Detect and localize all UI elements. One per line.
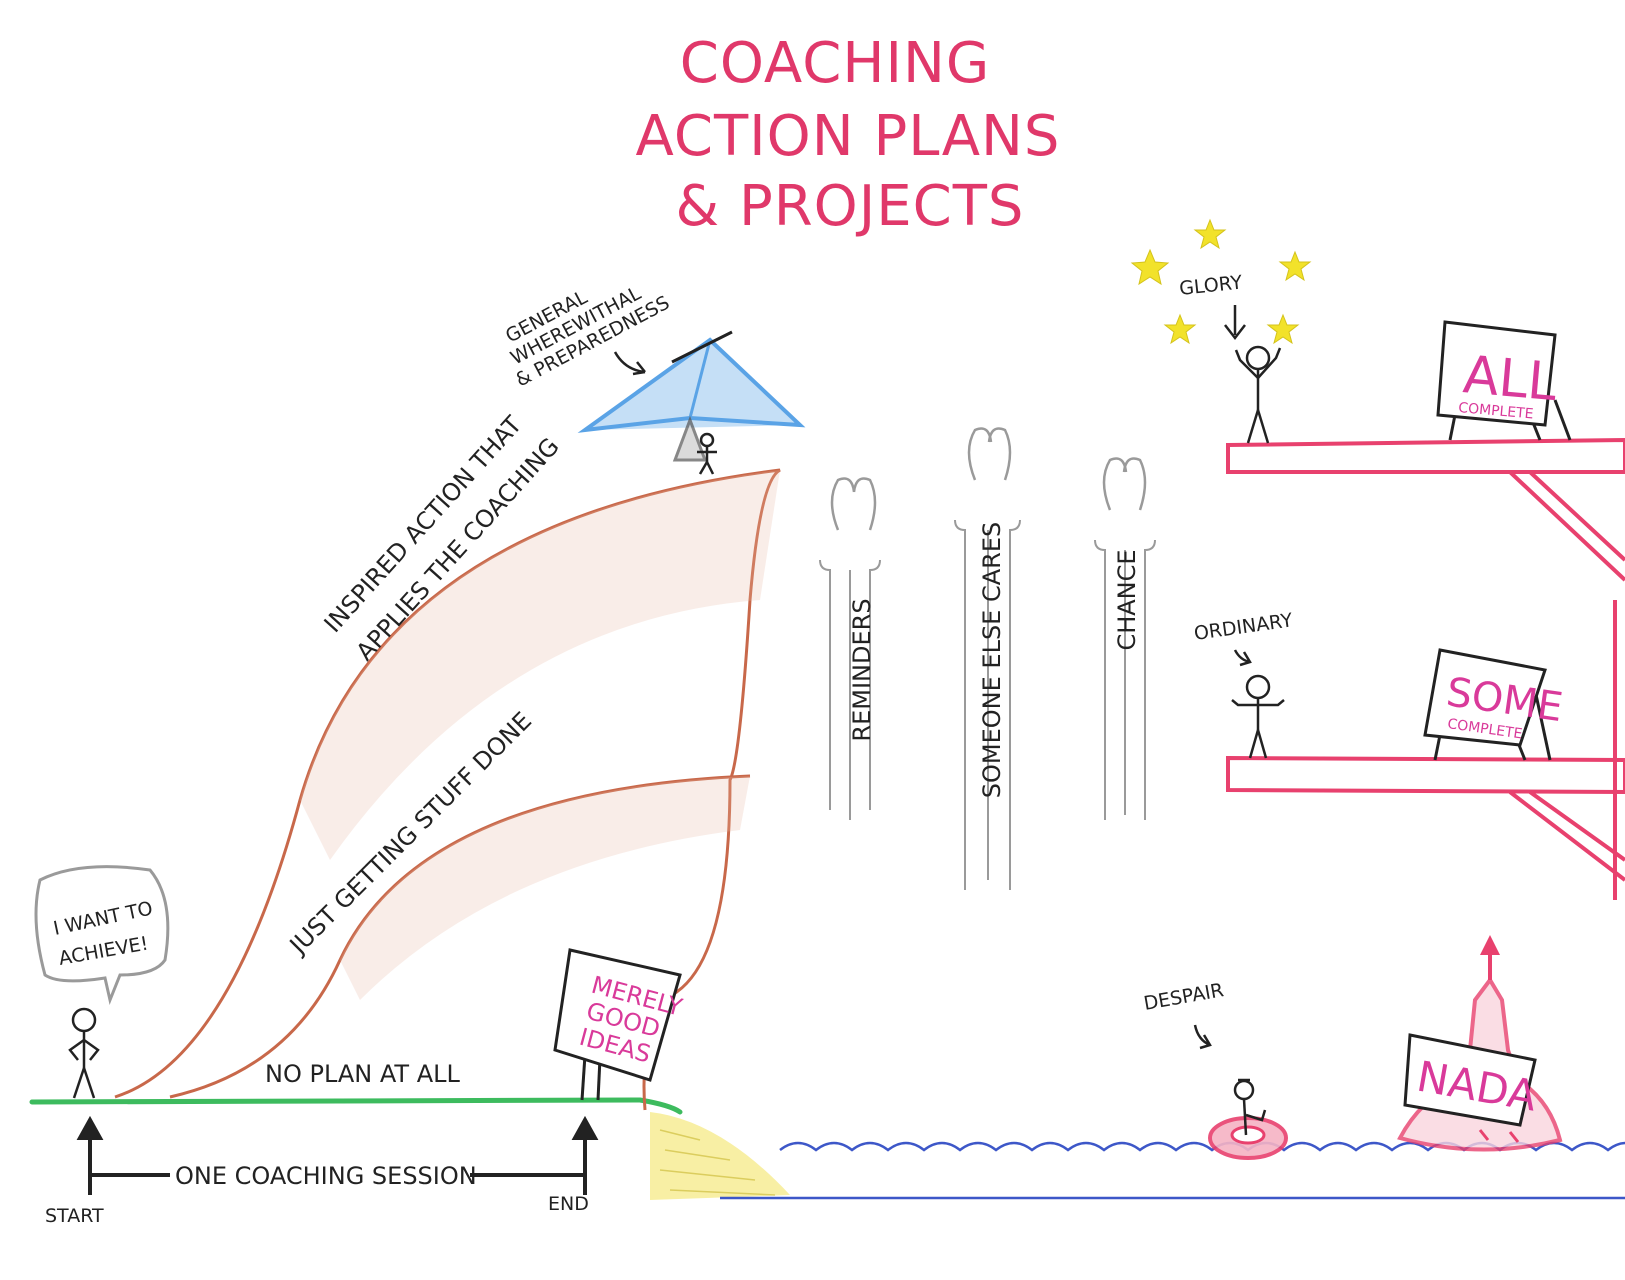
reminders-label: REMINDERS	[848, 598, 876, 741]
sand-beach	[650, 1112, 790, 1200]
updraft-chance: CHANCE	[1094, 457, 1156, 820]
glory-stick-figure	[1234, 345, 1282, 444]
title-line-1: COACHING	[680, 31, 991, 96]
all-complete-small: COMPLETE	[1458, 400, 1534, 423]
start-label: START	[45, 1205, 104, 1227]
ordinary-stick-figure	[1231, 674, 1285, 759]
ordinary-arrow	[1233, 649, 1252, 667]
cliff-inspired-action	[114, 468, 781, 1111]
all-complete-sign: ALL COMPLETE	[1436, 320, 1572, 441]
glider-person	[697, 432, 717, 475]
glory-arrow	[1224, 305, 1246, 341]
top-platform	[1226, 437, 1625, 582]
all-complete-big: ALL	[1461, 345, 1559, 413]
general-arrow-head	[632, 361, 646, 376]
middle-platform	[1226, 755, 1625, 882]
hill-just-getting-stuff-done	[169, 774, 751, 1099]
title-line-2: ACTION PLANS	[636, 104, 1061, 169]
updraft-reminders: REMINDERS	[819, 477, 881, 820]
general-arrow	[613, 351, 646, 374]
despair-label: DESPAIR	[1142, 979, 1225, 1015]
despair-stick-figure	[1233, 1078, 1267, 1136]
ordinary-label: ORDINARY	[1193, 609, 1295, 645]
glory-stars	[1130, 218, 1312, 345]
session-arrows	[76, 1115, 599, 1195]
updraft-someone-else-cares: SOMEONE ELSE CARES	[954, 427, 1021, 890]
chance-label: CHANCE	[1113, 549, 1141, 650]
start-stick-figure	[68, 1007, 100, 1099]
general-wherewithal-label: GENERAL WHEREWITHAL & PREPAREDNESS	[502, 282, 673, 391]
speech-line-2: ACHIEVE!	[57, 933, 150, 970]
glory-label: GLORY	[1178, 271, 1244, 300]
title-line-3: & PROJECTS	[676, 174, 1025, 239]
title: COACHING ACTION PLANS & PROJECTS	[636, 31, 1061, 239]
grass-ground	[29, 1097, 683, 1115]
hang-glider	[577, 330, 806, 462]
despair-arrow	[1193, 1024, 1212, 1050]
someone-else-cares-label: SOMEONE ELSE CARES	[978, 522, 1006, 798]
cliff-shading	[300, 470, 780, 860]
session-label: ONE COACHING SESSION	[175, 1162, 477, 1190]
end-label: END	[548, 1193, 589, 1215]
merely-good-ideas-sign: MERELY GOOD IDEAS	[553, 948, 685, 1101]
despair-float-ring	[1208, 1116, 1288, 1160]
no-plan-label: NO PLAN AT ALL	[265, 1060, 461, 1088]
some-complete-sign: SOME COMPLETE	[1423, 648, 1566, 761]
speech-bubble: I WANT TO ACHIEVE!	[34, 865, 170, 1006]
sand-texture	[659, 1129, 776, 1196]
hill-shading	[340, 776, 750, 1000]
buoy: NADA	[1397, 935, 1563, 1152]
